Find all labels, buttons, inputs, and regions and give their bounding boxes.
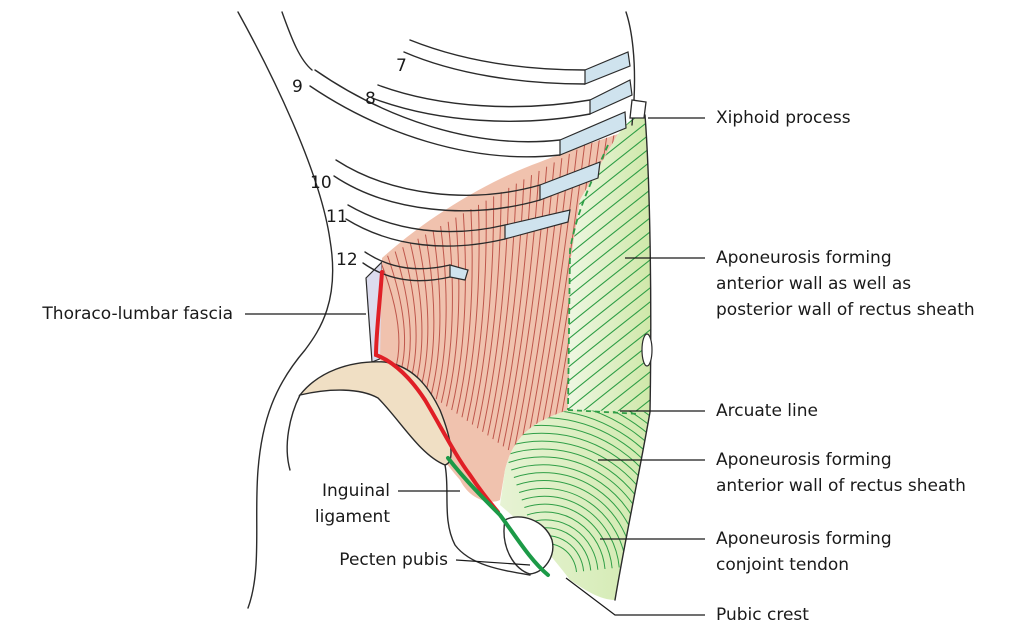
rib-8-costal-cartilage: [590, 80, 632, 114]
rib-8-upper-edge: [378, 85, 590, 107]
umbilicus: [642, 334, 652, 366]
rib-number-7: 7: [396, 56, 407, 76]
label-aponeurosis-anterior-line1: Aponeurosis forming: [716, 450, 892, 470]
label-conjoint-line1: Aponeurosis forming: [716, 529, 892, 549]
rib-9: [310, 70, 626, 157]
label-inguinal-line1: Inguinal: [322, 481, 390, 501]
label-aponeurosis-anterior-line2: anterior wall of rectus sheath: [716, 476, 966, 496]
rib-7-upper-edge: [410, 40, 585, 70]
label-xiphoid-process: Xiphoid process: [716, 108, 851, 128]
rib-number-12: 12: [336, 250, 358, 270]
rib-number-8: 8: [365, 89, 376, 109]
label-thoraco-lumbar-fascia: Thoraco-lumbar fascia: [41, 304, 233, 324]
label-aponeurosis-both-line3: posterior wall of rectus sheath: [716, 300, 975, 320]
xiphoid-process-shape: [630, 100, 646, 118]
label-pecten-pubis: Pecten pubis: [339, 550, 448, 570]
sternum: [626, 12, 646, 125]
rib-number-9: 9: [292, 77, 303, 97]
rib-number-10: 10: [310, 173, 332, 193]
label-aponeurosis-both-line1: Aponeurosis forming: [716, 248, 892, 268]
label-pubic-crest: Pubic crest: [716, 605, 809, 625]
label-aponeurosis-both-line2: anterior wall as well as: [716, 274, 911, 294]
rib-8: [372, 80, 632, 121]
label-arcuate-line: Arcuate line: [716, 401, 818, 421]
rib-7-shape: [404, 40, 585, 70]
rib-8-shape: [372, 85, 590, 107]
rib-7-costal-cartilage: [585, 52, 630, 84]
rib-number-11: 11: [326, 207, 348, 227]
rib-7: [404, 40, 630, 84]
label-inguinal-line2: ligament: [315, 507, 390, 527]
label-conjoint-line2: conjoint tendon: [716, 555, 849, 575]
rib-7-lower-edge: [404, 52, 585, 84]
